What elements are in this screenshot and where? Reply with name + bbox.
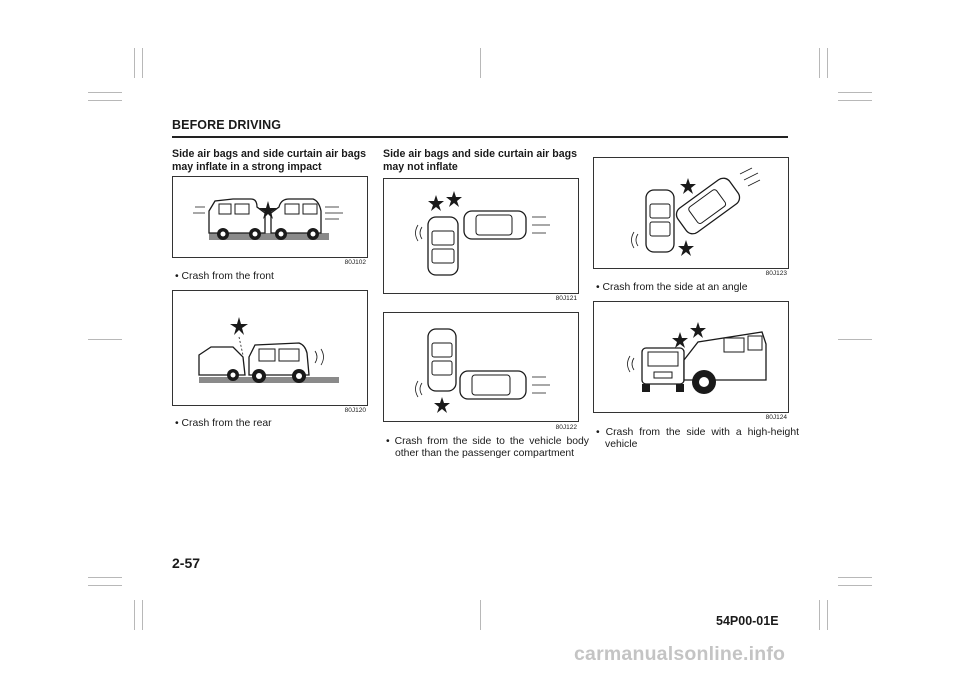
- caption-angled: Crash from the side at an angle: [602, 282, 748, 293]
- figure-side-front: [383, 178, 579, 294]
- list-item: • Crash from the side to the vehicle bod…: [386, 436, 589, 460]
- page-number: 2-57: [172, 555, 201, 571]
- figure-rear-crash: [172, 290, 368, 406]
- header-rule: [172, 136, 788, 138]
- side-impact-front-section-illustration: [415, 191, 550, 276]
- watermark: carmanualsonline.info: [574, 643, 786, 665]
- caption-front-crash: Crash from the front: [181, 271, 274, 282]
- figure-code: 80J124: [765, 414, 787, 421]
- figure-code: 80J122: [555, 424, 577, 431]
- list-item: • Crash from the front: [175, 271, 274, 282]
- caption-side-rear: Crash from the side to the vehicle body …: [394, 436, 589, 460]
- figure-front-crash: [172, 176, 368, 258]
- high-vehicle-side-impact-illustration: [627, 322, 767, 394]
- caption-high-vehicle: Crash from the side with a high-height v…: [605, 427, 799, 451]
- heading-may-inflate: Side air bags and side curtain air bags …: [172, 148, 366, 173]
- list-item: • Crash from the side at an angle: [596, 282, 748, 293]
- figure-code: 80J121: [555, 295, 577, 302]
- side-impact-rear-section-illustration: [415, 328, 550, 413]
- figure-code: 80J123: [765, 270, 787, 277]
- figure-code: 80J120: [344, 407, 366, 414]
- angled-side-impact-illustration: [631, 167, 761, 256]
- list-item: • Crash from the side with a high-height…: [596, 427, 799, 451]
- front-collision-illustration: [193, 198, 343, 240]
- list-item: • Crash from the rear: [175, 418, 272, 429]
- figure-code: 80J102: [344, 259, 366, 266]
- heading-may-not-inflate: Side air bags and side curtain air bags …: [383, 148, 577, 173]
- rear-collision-illustration: [198, 317, 339, 383]
- caption-rear-crash: Crash from the rear: [181, 418, 272, 429]
- document-id: 54P00-01E: [716, 614, 779, 628]
- figure-high-vehicle: [593, 301, 789, 413]
- figure-side-rear: [383, 312, 579, 422]
- figure-angled: [593, 157, 789, 269]
- section-title: BEFORE DRIVING: [172, 118, 282, 132]
